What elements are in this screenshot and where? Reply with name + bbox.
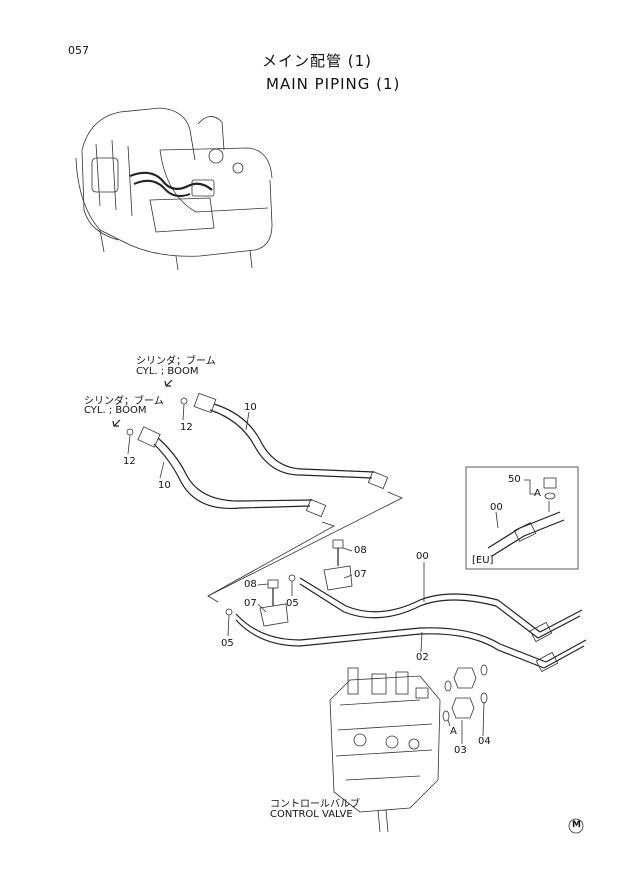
bolt-08-upper [332,539,344,566]
callout-oring-12-lower: 12 [123,456,136,467]
cyl-boom-lower-en-label: CYL. ; BOOM [84,405,147,416]
callout-hose-10-upper: 10 [244,402,257,413]
callout-inset-50: 50 [508,474,521,485]
callout-pipe-00: 00 [416,551,429,562]
callout-oring-05-mid: 05 [286,598,299,609]
logo-letter: M [572,820,581,830]
callout-adapter-03: 03 [454,745,467,756]
callout-clamp-07-lower: 07 [244,598,257,609]
pipe-00 [299,577,583,643]
eu-inset [465,466,579,570]
cyl-boom-lower-jp-label: シリンダ；ブーム [84,396,164,407]
cyl-boom-upper-en-label: CYL. ; BOOM [136,366,199,377]
clamp-07-lower [259,603,289,627]
hose-10-lower [137,426,327,518]
callout-marker-a-lower: A [450,726,457,737]
callout-oring-04: 04 [478,736,491,747]
cyl-boom-upper-jp-label: シリンダ；ブーム [136,356,216,367]
callout-bolt-08-upper: 08 [354,545,367,556]
bolt-08-lower [267,579,279,606]
callout-inset-marker-a: A [534,488,541,499]
callout-clamp-07-upper: 07 [354,569,367,580]
clamp-07-upper [323,565,353,591]
callout-hose-10-lower: 10 [158,480,171,491]
callout-inset-pipe-00: 00 [490,502,503,513]
control-valve-en-label: CONTROL VALVE [270,809,353,820]
callout-oring-05-left: 05 [221,638,234,649]
grouping-lines [207,491,403,603]
control-valve-jp-label: コントロールバルブ [270,799,360,810]
control-valve [329,667,441,833]
title-english: MAIN PIPING (1) [266,75,401,93]
callout-pipe-02: 02 [416,652,429,663]
inset-region-label: [EU] [472,555,494,566]
adapter-03 [451,667,477,719]
leader-lines [127,403,485,744]
title-japanese: メイン配管 (1) [262,52,373,70]
hose-10-upper [193,392,389,490]
hitachi-logo [568,818,584,834]
pipe-02 [235,613,587,673]
page-number: 057 [68,44,89,57]
excavator-overview [75,107,273,271]
callout-oring-12-upper: 12 [180,422,193,433]
callout-bolt-08-lower: 08 [244,579,257,590]
